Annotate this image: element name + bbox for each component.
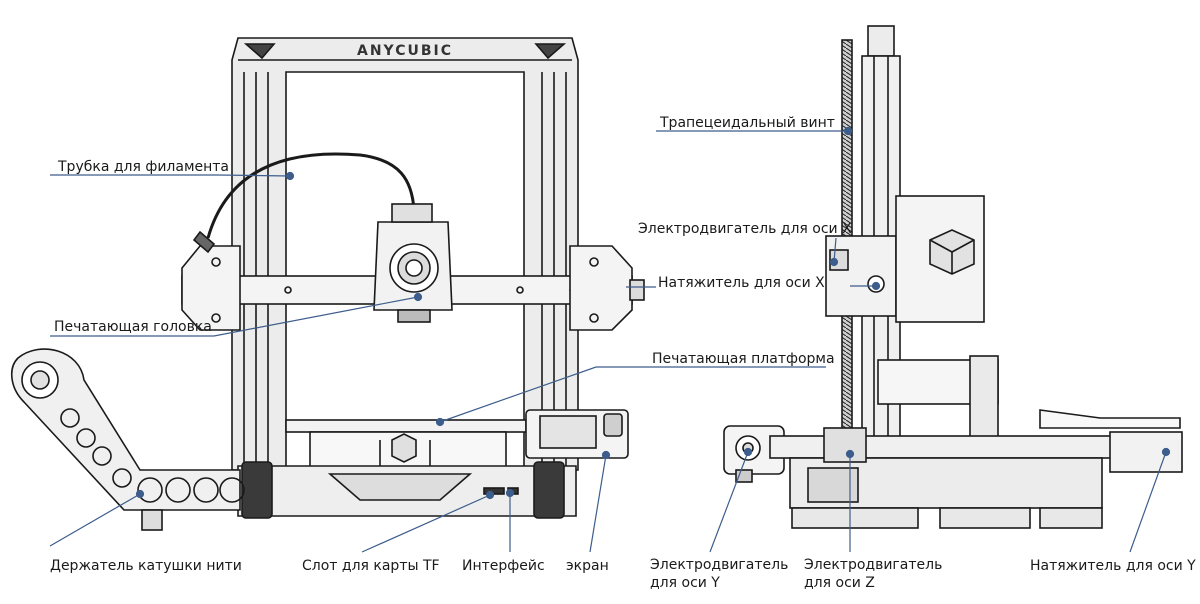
leader-dot-x-motor	[829, 257, 839, 267]
print-bed	[285, 419, 527, 469]
leader-dot-y-motor	[743, 447, 753, 457]
leader-dot-x-tensioner	[871, 281, 881, 291]
leader-dot-print-head	[413, 292, 423, 302]
front-view-printer: ANYCUBIC	[11, 37, 645, 531]
leader-lines	[49, 126, 1171, 553]
leader-print-platform	[439, 366, 826, 423]
label-trapezoid-screw: Трапецеидальный винт	[660, 115, 835, 131]
printer-base	[237, 461, 577, 519]
label-y-tensioner: Натяжитель для оси Y	[1030, 558, 1196, 574]
brand-logo: ANYCUBIC	[357, 43, 453, 59]
leader-print-head	[50, 296, 419, 337]
label-spool-holder: Держатель катушки нити	[50, 558, 242, 574]
leader-dot-trapezoid-screw	[843, 126, 853, 136]
leader-dot-filament-tube	[285, 171, 295, 181]
label-print-platform: Печатающая платформа	[652, 351, 835, 367]
label-print-head: Печатающая головка	[54, 319, 212, 335]
leader-dot-screen	[601, 450, 611, 460]
label-tf-slot: Слот для карты TF	[302, 558, 440, 574]
label-y-motor-line1: Электродвигатель	[650, 557, 789, 573]
leader-dot-print-platform	[435, 417, 445, 427]
leader-y-tensioner	[1129, 451, 1167, 553]
screen-unit	[525, 409, 629, 459]
label-interface: Интерфейс	[462, 558, 545, 574]
label-z-motor-line2: для оси Z	[804, 575, 875, 591]
x-carriage	[825, 195, 985, 323]
leader-screen	[589, 454, 607, 553]
leader-dot-spool-holder	[135, 489, 145, 499]
label-y-motor-line2: для оси Y	[650, 575, 720, 591]
leader-dot-interface	[505, 488, 515, 498]
leader-spool-holder	[49, 493, 141, 547]
label-x-tensioner: Натяжитель для оси X	[658, 275, 825, 291]
spool-holder	[11, 348, 245, 531]
filament-tube	[206, 152, 416, 239]
label-screen: экран	[566, 558, 609, 574]
leader-dot-tf-slot	[485, 490, 495, 500]
leader-y-motor	[709, 451, 749, 553]
label-x-motor: Электродвигатель для оси X	[638, 221, 852, 237]
print-head	[373, 203, 453, 323]
leader-filament-tube	[50, 174, 291, 177]
leader-dot-z-motor	[845, 449, 855, 459]
label-z-motor-line1: Электродвигатель	[804, 557, 943, 573]
leader-dot-y-tensioner	[1161, 447, 1171, 457]
label-filament-tube: Трубка для филамента	[58, 159, 230, 175]
side-base	[723, 409, 1183, 529]
leader-tf-slot	[361, 494, 491, 553]
